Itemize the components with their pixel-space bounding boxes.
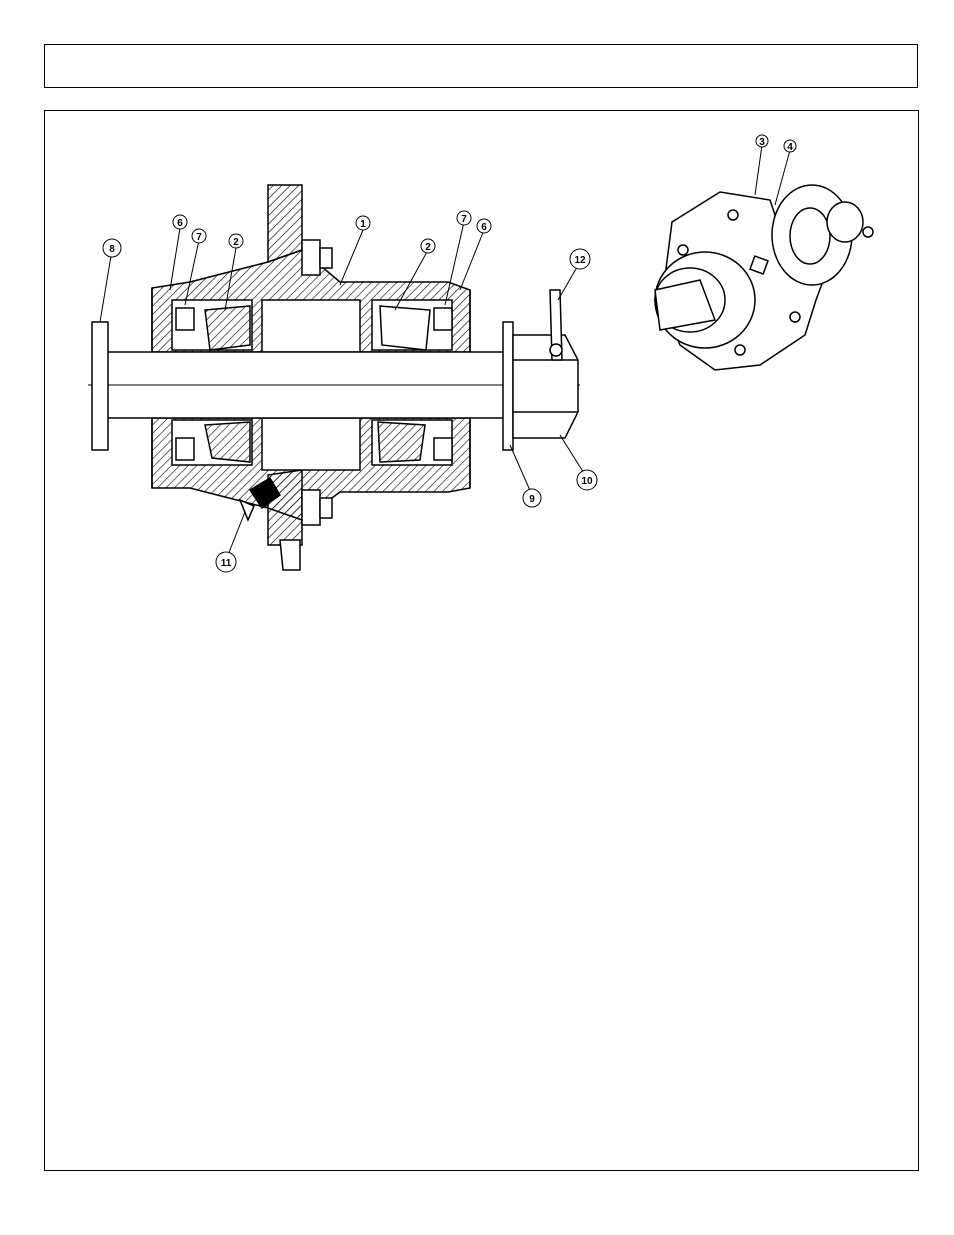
callout-3: 3	[759, 137, 765, 148]
callout-9: 9	[529, 494, 535, 505]
hub-isometric-view	[655, 185, 873, 370]
callout-11: 11	[221, 558, 232, 569]
callout-7a: 7	[196, 232, 202, 243]
callout-6b: 6	[481, 222, 487, 233]
callout-1: 1	[360, 219, 366, 230]
callout-12: 12	[574, 255, 586, 266]
callout-2b: 2	[425, 242, 431, 253]
callout-4: 4	[787, 142, 793, 153]
callout-6a: 6	[177, 218, 183, 229]
callout-7b: 7	[461, 214, 467, 225]
callout-2a: 2	[233, 237, 239, 248]
callout-8: 8	[109, 244, 115, 255]
callout-10: 10	[581, 476, 593, 487]
cross-section-drawing	[88, 185, 580, 570]
